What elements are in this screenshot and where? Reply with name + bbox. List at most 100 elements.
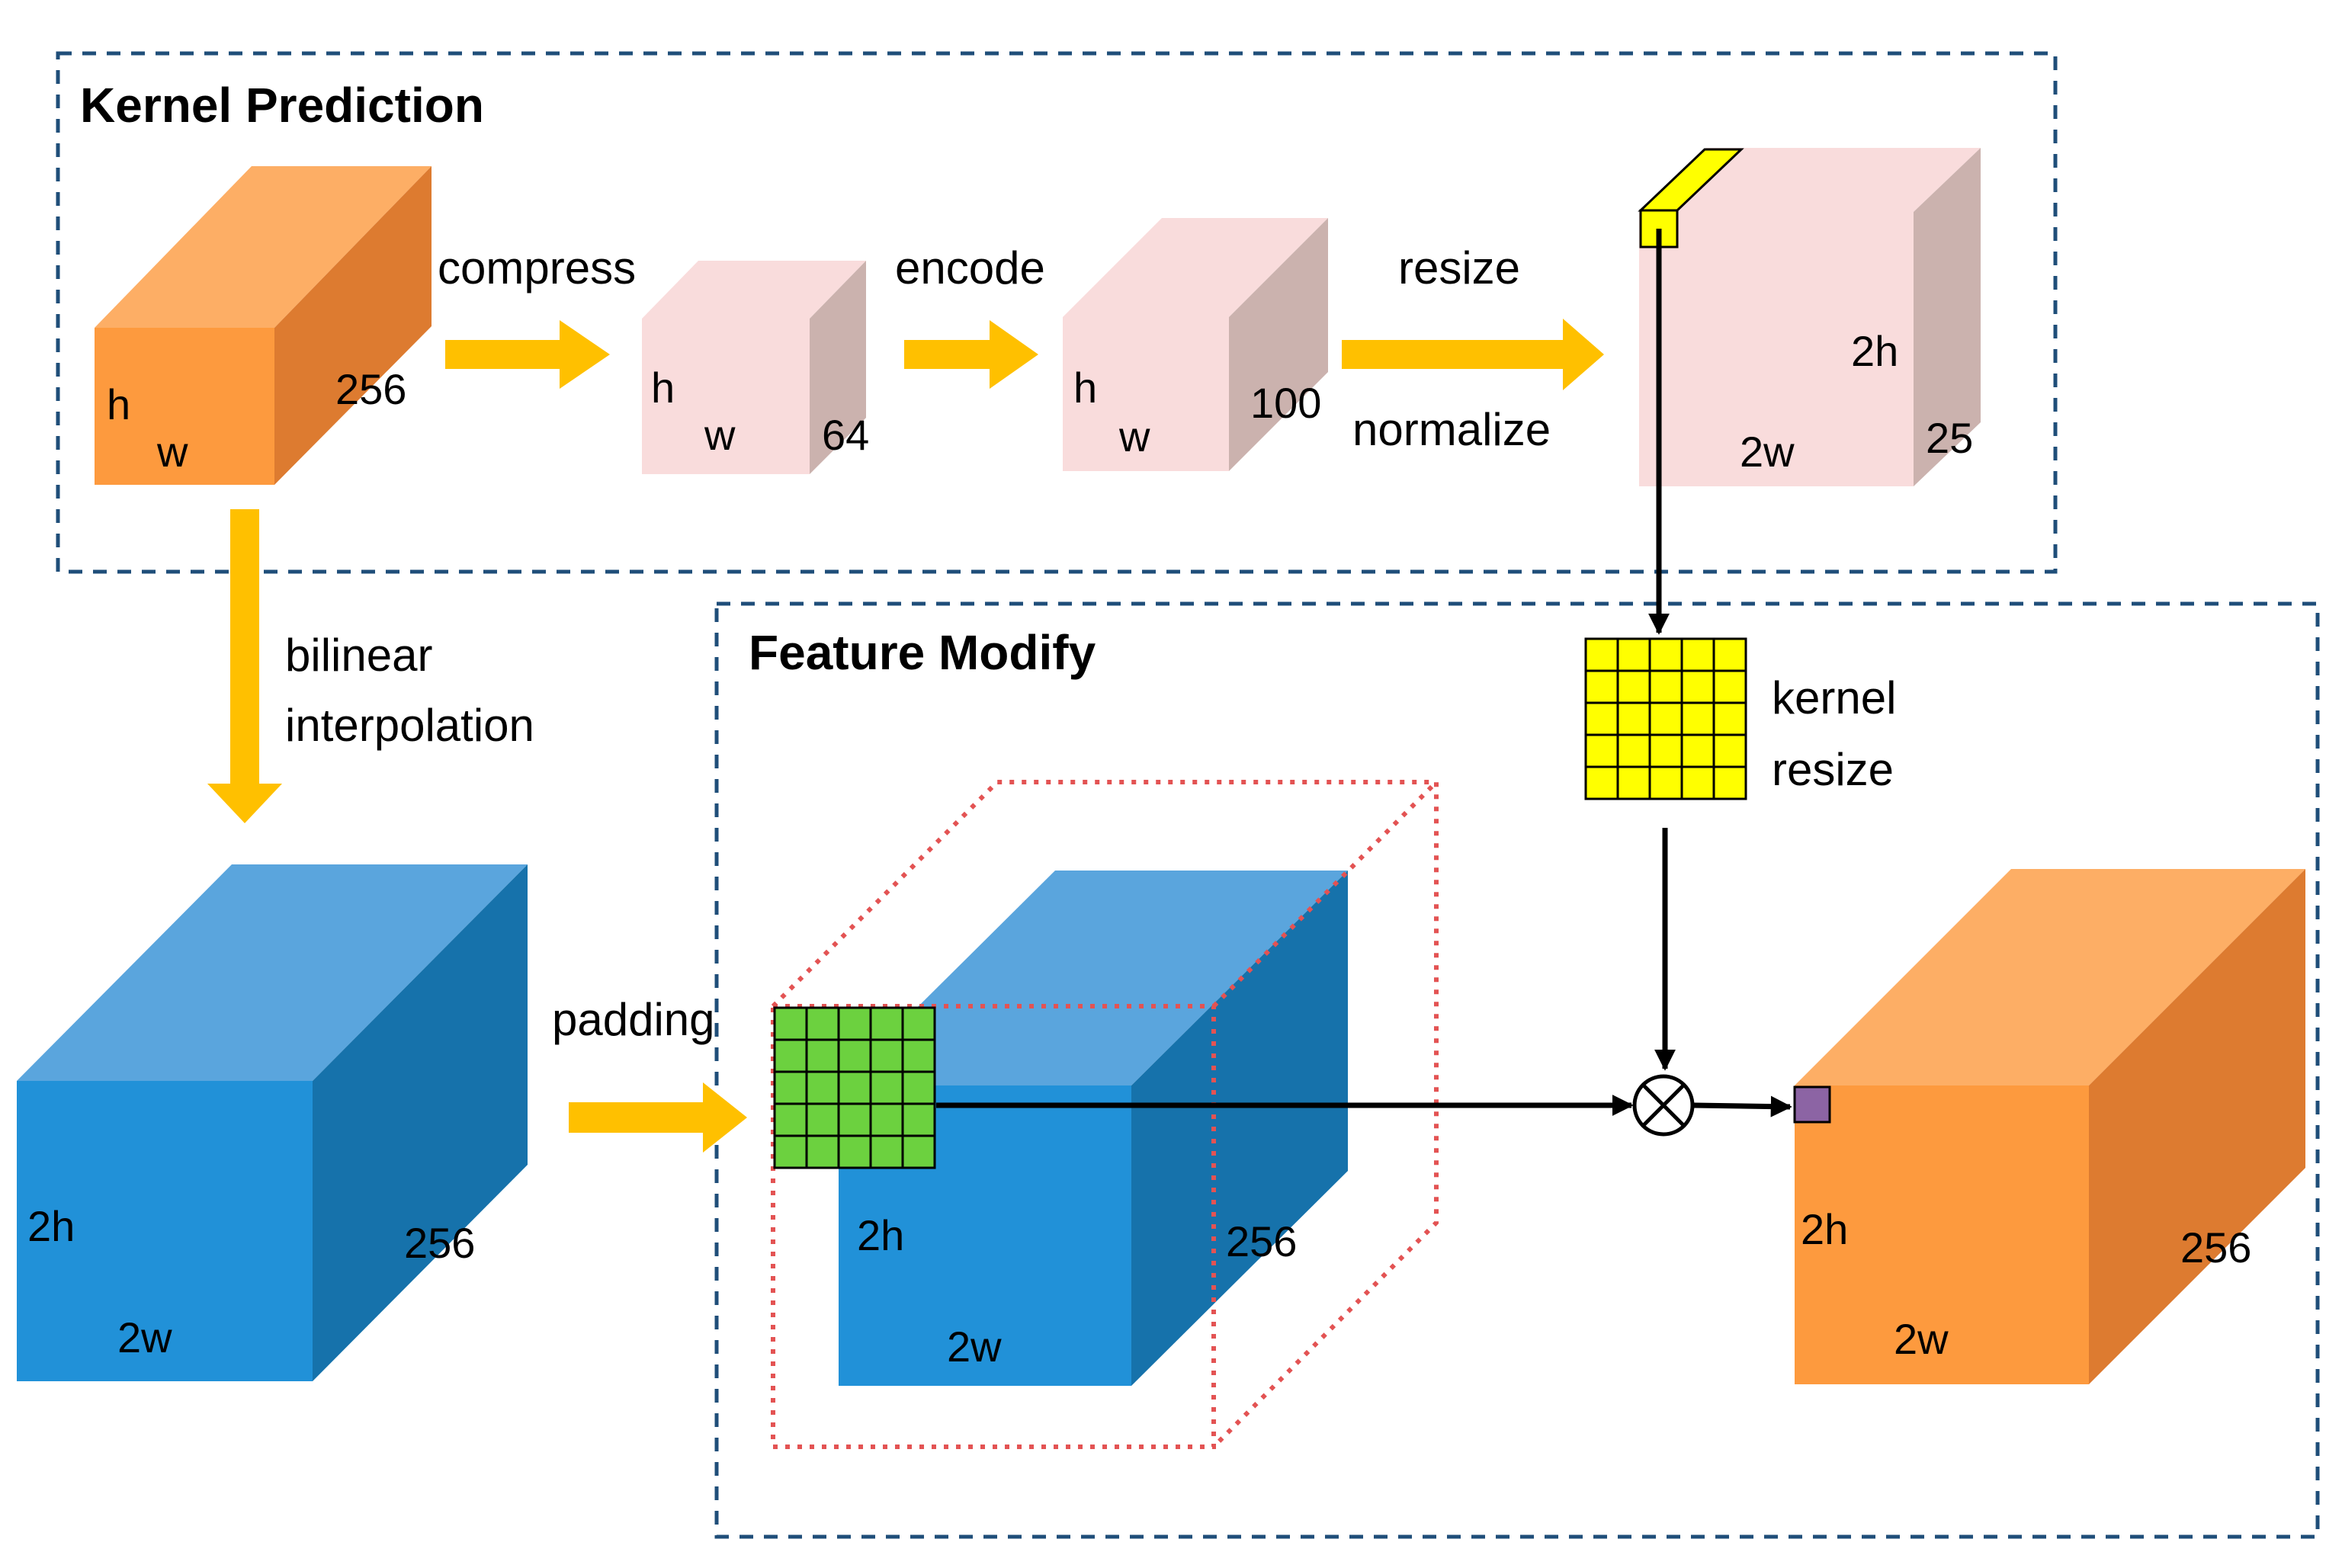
compressed-w-label: w — [704, 411, 736, 459]
compressed-feature-cube — [642, 261, 866, 474]
kernel-cell — [1648, 637, 1683, 672]
input-h-label: h — [107, 380, 130, 428]
output-pixel — [1793, 1085, 1831, 1124]
neighborhood-cell — [805, 1134, 840, 1169]
neighborhood-cell — [773, 1038, 808, 1073]
padding-arrow — [569, 1082, 747, 1153]
kernel-grid — [1584, 637, 1747, 800]
encoded-channel-label: 100 — [1250, 379, 1321, 427]
resize-normalize-arrow — [1342, 319, 1604, 390]
kernel-cell — [1584, 637, 1619, 672]
neighborhood-cell — [901, 1070, 936, 1105]
input-feature-cube — [95, 166, 432, 485]
padding-outline — [771, 780, 1439, 1449]
neighborhood-cell — [901, 1006, 936, 1041]
kernel-cell — [1648, 733, 1683, 768]
compress-label: compress — [438, 242, 636, 293]
kernel-map-w-label: 2w — [1740, 428, 1795, 476]
multiply-operator — [1632, 1074, 1695, 1137]
kernel-prediction-title: Kernel Prediction — [80, 78, 484, 133]
upsampled-w-label: 2w — [117, 1313, 172, 1361]
kernel-cell — [1712, 733, 1747, 768]
neighborhood-cell — [901, 1102, 936, 1137]
bilinear-label: bilinear — [285, 630, 432, 681]
kernel-cell — [1712, 701, 1747, 736]
neighborhood-cell — [805, 1070, 840, 1105]
kernel-cell — [1680, 701, 1715, 736]
neighborhood-cell — [805, 1038, 840, 1073]
kernel-cell — [1680, 765, 1715, 800]
resize-label: resize — [1398, 242, 1520, 293]
neighborhood-cell — [869, 1070, 904, 1105]
kernel-cell — [1584, 733, 1619, 768]
neighborhood-cell — [901, 1134, 936, 1169]
neighborhood-cell — [773, 1006, 808, 1041]
neighborhood-cell — [869, 1038, 904, 1073]
upsampled-h-label: 2h — [27, 1202, 75, 1250]
neighborhood-cell — [773, 1134, 808, 1169]
kernel-cell — [1648, 701, 1683, 736]
kernel-cell — [1616, 637, 1651, 672]
interpolation-label: interpolation — [285, 700, 534, 751]
neighborhood-cell — [901, 1038, 936, 1073]
bilinear-arrow — [207, 509, 282, 823]
kernel-cell — [1712, 765, 1747, 800]
neighborhood-cell — [773, 1070, 808, 1105]
input-channel-label: 256 — [335, 365, 406, 413]
encoded-w-label: w — [1118, 412, 1150, 460]
kernel-map-channel-label: 25 — [1926, 414, 1973, 462]
upsampled-channel-label: 256 — [404, 1219, 475, 1267]
neighborhood-cell — [869, 1134, 904, 1169]
kernel-map-h-label: 2h — [1851, 327, 1898, 375]
compressed-h-label: h — [651, 364, 675, 412]
neighborhood-grid — [773, 1006, 936, 1169]
kernel-cell — [1680, 669, 1715, 704]
kernel-cell — [1616, 765, 1651, 800]
kernel-cell — [1648, 765, 1683, 800]
neighborhood-cell — [805, 1006, 840, 1041]
neighborhood-cell — [869, 1006, 904, 1041]
neighborhood-cell — [837, 1038, 872, 1073]
padded-channel-label: 256 — [1226, 1217, 1297, 1265]
neighborhood-cell — [837, 1006, 872, 1041]
encoded-feature-cube — [1063, 218, 1328, 471]
upsampled-feature-cube — [17, 864, 528, 1381]
kernel-cell — [1680, 637, 1715, 672]
kernel-cell — [1584, 669, 1619, 704]
multiply-to-output-arrow — [1693, 1095, 1792, 1117]
output-channel-label: 256 — [2180, 1223, 2251, 1271]
output-w-label: 2w — [1894, 1315, 1949, 1363]
encoded-h-label: h — [1073, 364, 1097, 412]
padded-h-label: 2h — [857, 1211, 904, 1259]
kernel-cell — [1712, 637, 1747, 672]
kernel-cell — [1584, 701, 1619, 736]
neighborhood-cell — [773, 1102, 808, 1137]
kernel-cell — [1648, 669, 1683, 704]
kernel-resize-label: resize — [1772, 744, 1894, 795]
encode-label: encode — [895, 242, 1045, 293]
kernel-cell — [1584, 765, 1619, 800]
encode-arrow — [904, 320, 1038, 389]
padding-label: padding — [552, 994, 715, 1045]
neighborhood-cell — [837, 1134, 872, 1169]
kernel-prediction-frame — [56, 51, 2058, 574]
neighborhood-cell — [869, 1102, 904, 1137]
kernel-cell — [1616, 669, 1651, 704]
compressed-channel-label: 64 — [822, 411, 869, 459]
input-w-label: w — [156, 428, 188, 476]
padded-w-label: 2w — [947, 1323, 1002, 1371]
feature-modify-title: Feature Modify — [749, 625, 1096, 680]
kernel-cell — [1712, 669, 1747, 704]
compress-arrow — [445, 320, 610, 389]
kernel-cell — [1616, 733, 1651, 768]
neighborhood-cell — [805, 1102, 840, 1137]
neighborhood-cell — [837, 1102, 872, 1137]
kernel-label: kernel — [1772, 672, 1896, 723]
output-feature-cube — [1795, 869, 2305, 1384]
normalize-label: normalize — [1352, 404, 1551, 455]
kernel-cell — [1680, 733, 1715, 768]
kernel-cell — [1616, 701, 1651, 736]
neighborhood-cell — [837, 1070, 872, 1105]
output-h-label: 2h — [1801, 1205, 1848, 1253]
